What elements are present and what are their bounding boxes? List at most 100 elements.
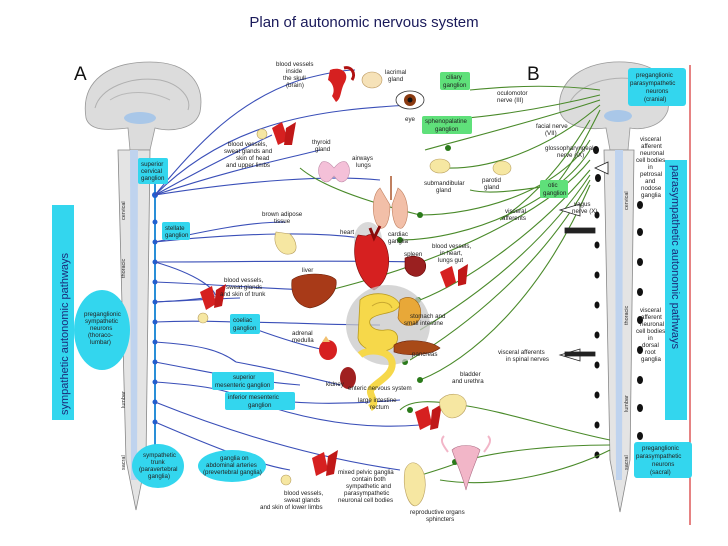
vac-8: ganglia [641, 192, 662, 199]
celiac-label-2: ganglion [233, 325, 257, 332]
parotid-1: parotid [482, 177, 501, 184]
sup-mesenteric-label-1: superior [233, 374, 255, 381]
superior-cervical-bg [138, 158, 168, 184]
vessels-skull-3: the skull [283, 75, 306, 82]
right-lumbar-label: lumbar [624, 395, 630, 412]
otic-label-1: otic [548, 182, 558, 189]
visceral-afferents-1: visceral [505, 208, 526, 215]
cardiac-1: cardiac [388, 231, 408, 238]
sacral-label-4: (sacral) [650, 469, 671, 476]
thyroid-1: thyroid [312, 139, 331, 146]
right-thoracic-label: thoracic [624, 305, 630, 325]
sphenopalatine-label-2: ganglion [435, 126, 459, 133]
left-sacral-label: sacral [121, 455, 127, 470]
vessels-heart-1: blood vessels, [432, 243, 471, 250]
kidney-label: kidney [326, 381, 345, 388]
sympathetic-pathways-label: sympathetic autonomic pathways [59, 252, 71, 415]
spleen-label: spleen [404, 251, 423, 258]
dorsal-root-ganglia [593, 146, 643, 459]
parotid-2: gland [484, 184, 500, 191]
stellate-label-2: ganglion [165, 232, 189, 239]
pelvic-4: parasympathetic [344, 490, 389, 497]
vessels-lower-icon [280, 450, 338, 486]
pancreas-icon [393, 340, 441, 355]
preganglionic-symp-1: preganglionic [84, 311, 121, 318]
spleen-icon [404, 255, 426, 277]
parotid-icon [492, 160, 512, 176]
pelvic-5: neuronal cell bodies [338, 497, 393, 504]
vessels-skull-icon [328, 66, 356, 102]
vad-5: dorsal [642, 342, 659, 349]
vac-1: afferent [641, 143, 662, 150]
eye-icon [395, 90, 425, 110]
stellate-label-1: stellate [165, 225, 185, 232]
vessels-heart-icon [440, 264, 468, 288]
celiac-bg [230, 314, 260, 334]
panel-b-letter: B [527, 64, 540, 85]
preganglionic-symp-4: (thoraco- [88, 332, 113, 339]
vessels-trunk-icon [197, 284, 226, 324]
pathways-para-bg [665, 160, 687, 420]
vac-7: nodose [641, 185, 662, 192]
vessels-heart-3: lungs gut [438, 257, 463, 264]
panel-a-letter: A [74, 64, 87, 85]
lungs-icon [372, 176, 408, 229]
glosso-2: nerve (IX) [557, 152, 584, 159]
vac-3: cell bodies [636, 157, 665, 164]
sacral-label-1: preganglionic [642, 445, 679, 452]
large-intestine-1: large intestine [358, 397, 397, 404]
lacrimal-gland-icon [361, 71, 383, 89]
heart-label: heart [340, 229, 354, 236]
para-pathways-label: parasympathetic autonomic pathways [669, 165, 681, 350]
sup-mesenteric-bg [212, 372, 274, 390]
reproductive-icon [403, 435, 492, 507]
celiac-label-1: coeliac [233, 317, 252, 324]
right-sacral-label: sacral [624, 455, 630, 470]
trunk-label-3: (paravertebral [139, 466, 178, 473]
facial-1: facial nerve [536, 123, 568, 130]
preganglionic-symp-5: lumbar) [90, 339, 111, 346]
cardiac-2: ganglia [388, 238, 409, 245]
left-cervical-label: cervical [121, 201, 127, 220]
pancreas-label: pancreas [412, 351, 437, 358]
pelvic-3: sympathetic and [346, 483, 392, 490]
vessels-trunk-1: blood vessels, [224, 277, 263, 284]
superior-cervical-label-3: ganglion [141, 175, 165, 182]
thyroid-icon [318, 161, 350, 183]
repro-2: sphincters [426, 516, 454, 523]
trunk-bg [132, 444, 184, 488]
large-intestine-icon [357, 347, 396, 411]
vessels-head-3: skin of head [236, 155, 270, 162]
sacral-label-2: parasympathetic [636, 453, 681, 460]
vessels-trunk-2: sweat glands [226, 284, 262, 291]
vessels-skull-1: blood vessels [276, 61, 314, 68]
glosso-1: glossopharyngeal [545, 145, 594, 152]
ciliary-bg [440, 72, 470, 90]
sympathetic-chain [152, 170, 158, 460]
ciliary-label-2: ganglion [443, 82, 467, 89]
cranial-label-4: (cranial) [644, 96, 666, 103]
left-brain [84, 61, 202, 151]
otic-label-2: ganglion [543, 190, 567, 197]
superior-cervical-label-1: superior [141, 161, 163, 168]
pathways-bg [52, 205, 74, 420]
adipose-icon [274, 231, 297, 255]
submandibular-icon [429, 158, 451, 174]
prevertebral-bg [198, 450, 266, 482]
adipose-1: brown adipose [262, 211, 303, 218]
cranial-bg [628, 68, 686, 106]
facial-2: (VII) [545, 130, 557, 137]
vessels-lower-3: and skin of lower limbs [260, 504, 323, 511]
vad-7: ganglia [641, 356, 662, 363]
prevertebral-label-2: abdominal arteries [206, 462, 257, 469]
ens-label: enteric nervous system [348, 385, 412, 392]
vac-4: in [648, 164, 653, 171]
visceral-spinal-1: visceral afferents [498, 349, 545, 356]
inf-mesenteric-label-2: ganglion [248, 402, 272, 409]
vessels-skull-2: inside [286, 68, 303, 75]
vessels-lower-1: blood vessels, [284, 490, 323, 497]
visceral-afferent-arrows [558, 161, 609, 362]
stomach-icon [397, 297, 422, 326]
repro-1: reproductive organs [410, 509, 465, 516]
adrenal-1: adrenal [292, 330, 313, 337]
